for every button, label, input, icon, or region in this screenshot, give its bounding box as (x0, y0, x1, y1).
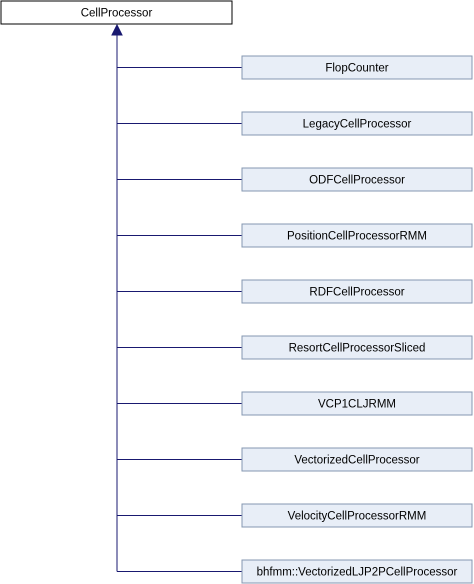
derived-class-box[interactable] (241, 503, 473, 528)
base-class-node: CellProcessor (0, 0, 233, 25)
derived-class-node[interactable]: VCP1CLJRMM (241, 391, 473, 416)
derived-class-box[interactable] (241, 111, 473, 136)
base-class-label: CellProcessor (81, 8, 153, 20)
inheritance-arrowhead (111, 23, 123, 36)
derived-class-node[interactable]: ODFCellProcessor (241, 167, 473, 192)
derived-classes: FlopCounterLegacyCellProcessorODFCellPro… (117, 55, 473, 584)
derived-class-label[interactable]: VectorizedCellProcessor (294, 455, 419, 467)
derived-class-node[interactable]: PositionCellProcessorRMM (241, 223, 473, 248)
derived-class-node[interactable]: RDFCellProcessor (241, 279, 473, 304)
derived-class-node[interactable]: bhfmm::VectorizedLJP2PCellProcessor (241, 559, 473, 584)
derived-class-label[interactable]: ODFCellProcessor (309, 175, 405, 187)
derived-class-node[interactable]: VelocityCellProcessorRMM (241, 503, 473, 528)
derived-class-label[interactable]: PositionCellProcessorRMM (287, 231, 427, 243)
derived-class-node[interactable]: LegacyCellProcessor (241, 111, 473, 136)
derived-class-label[interactable]: ResortCellProcessorSliced (289, 343, 426, 355)
derived-class-box[interactable] (241, 559, 473, 584)
derived-class-label[interactable]: LegacyCellProcessor (303, 119, 412, 131)
derived-class-box[interactable] (241, 279, 473, 304)
derived-class-box[interactable] (241, 167, 473, 192)
base-class-box (0, 0, 233, 25)
derived-class-box[interactable] (241, 447, 473, 472)
derived-class-node[interactable]: FlopCounter (241, 55, 473, 80)
derived-class-label[interactable]: FlopCounter (325, 63, 388, 75)
derived-class-node[interactable]: VectorizedCellProcessor (241, 447, 473, 472)
derived-class-box[interactable] (241, 335, 473, 360)
derived-class-label[interactable]: bhfmm::VectorizedLJP2PCellProcessor (257, 567, 458, 579)
derived-class-label[interactable]: RDFCellProcessor (309, 287, 404, 299)
derived-class-box[interactable] (241, 223, 473, 248)
derived-class-label[interactable]: VelocityCellProcessorRMM (288, 511, 427, 523)
derived-class-box[interactable] (241, 55, 473, 80)
derived-class-node[interactable]: ResortCellProcessorSliced (241, 335, 473, 360)
derived-class-box[interactable] (241, 391, 473, 416)
derived-class-label[interactable]: VCP1CLJRMM (318, 399, 396, 411)
